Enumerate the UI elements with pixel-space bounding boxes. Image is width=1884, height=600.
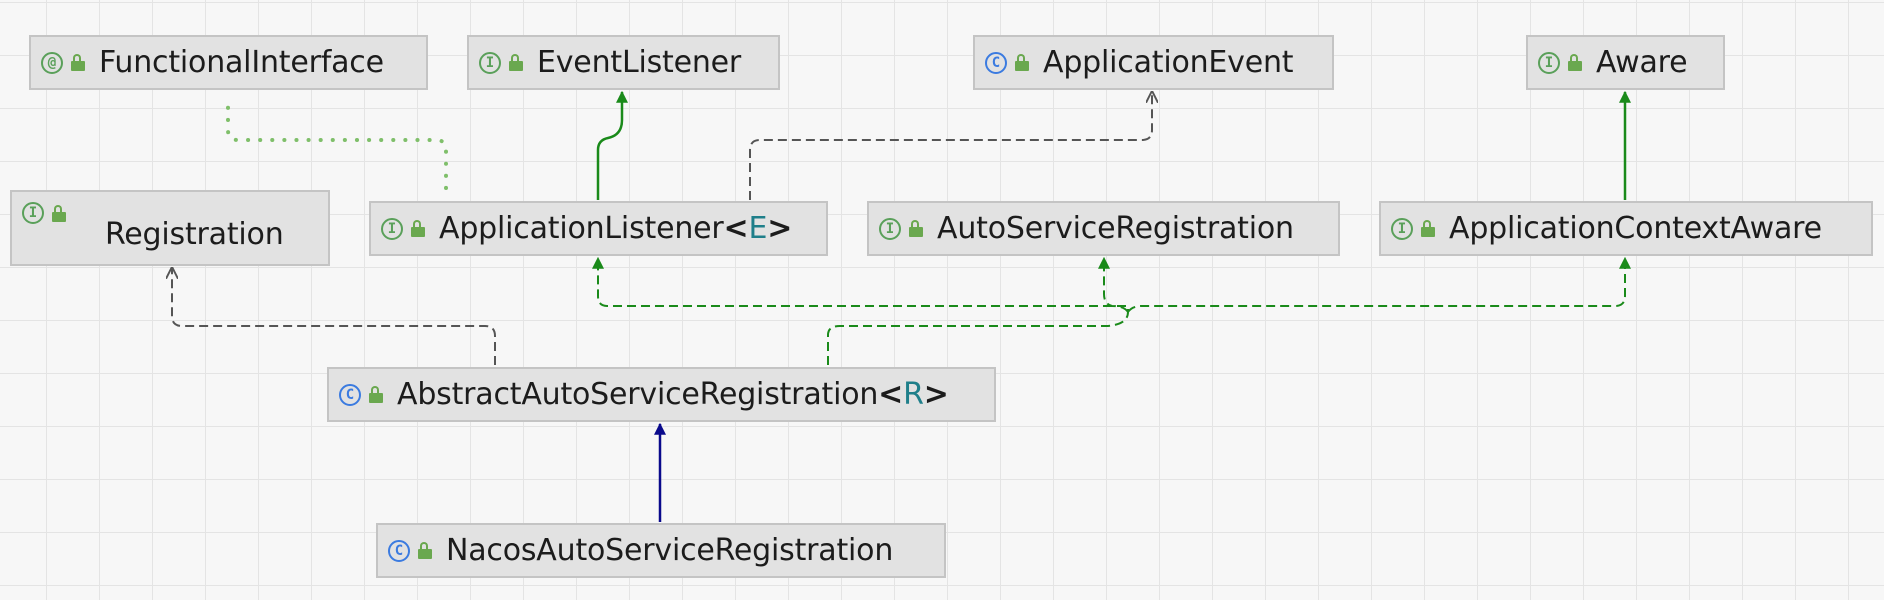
edge-abstract-registration-implements-application-listener (592, 256, 1129, 365)
edge-application-listener-dependency-application-event (749, 92, 1152, 200)
interface-icon: I (381, 217, 403, 240)
edge-abstract-registration-implements-application-context-aware (1127, 256, 1631, 313)
node-label: EventListener (537, 45, 742, 80)
node-application-listener[interactable]: I ApplicationListener<E> (369, 201, 828, 256)
public-lock-icon (1568, 54, 1582, 71)
edge-abstract-registration-implements-auto-service-registration (1098, 256, 1129, 313)
class-icon: C (339, 383, 361, 406)
node-nacos-auto-service-registration[interactable]: C NacosAutoServiceRegistration (376, 523, 946, 578)
type-parameter: R (903, 377, 924, 412)
node-label: ApplicationListener<E> (439, 211, 793, 246)
annotation-icon: @ (41, 51, 63, 74)
interface-icon: I (1391, 217, 1413, 240)
edge-application-listener-annotated-functional-interface (226, 96, 448, 190)
node-event-listener[interactable]: I EventListener (467, 35, 780, 90)
node-registration[interactable]: I Registration (10, 190, 330, 266)
public-lock-icon (1015, 54, 1029, 71)
public-lock-icon (71, 54, 85, 71)
interface-icon: I (479, 51, 501, 74)
edge-abstract-registration-dependency-registration (172, 268, 496, 365)
interface-icon: I (879, 217, 901, 240)
node-label: Aware (1596, 45, 1688, 80)
node-abstract-auto-service-registration[interactable]: C AbstractAutoServiceRegistration<R> (327, 367, 996, 422)
public-lock-icon (1421, 220, 1435, 237)
node-label: AutoServiceRegistration (937, 211, 1294, 246)
public-lock-icon (52, 204, 66, 222)
public-lock-icon (418, 542, 432, 559)
node-label: AbstractAutoServiceRegistration<R> (397, 377, 949, 412)
public-lock-icon (909, 220, 923, 237)
class-icon: C (985, 51, 1007, 74)
node-label: Registration (105, 217, 284, 252)
public-lock-icon (369, 386, 383, 403)
public-lock-icon (509, 54, 523, 71)
class-icon: C (388, 539, 410, 562)
node-functional-interface[interactable]: @ FunctionalInterface (29, 35, 428, 90)
node-auto-service-registration[interactable]: I AutoServiceRegistration (867, 201, 1340, 256)
edge-application-listener-extends-event-listener (596, 90, 628, 200)
interface-icon: I (22, 202, 44, 224)
type-parameter: E (748, 211, 768, 246)
node-aware[interactable]: I Aware (1526, 35, 1725, 90)
node-label: FunctionalInterface (99, 45, 384, 80)
interface-icon: I (1538, 51, 1560, 74)
node-label: ApplicationContextAware (1449, 211, 1822, 246)
node-label: NacosAutoServiceRegistration (446, 533, 894, 568)
public-lock-icon (411, 220, 425, 237)
node-application-event[interactable]: C ApplicationEvent (973, 35, 1334, 90)
node-application-context-aware[interactable]: I ApplicationContextAware (1379, 201, 1873, 256)
node-label: ApplicationEvent (1043, 45, 1294, 80)
